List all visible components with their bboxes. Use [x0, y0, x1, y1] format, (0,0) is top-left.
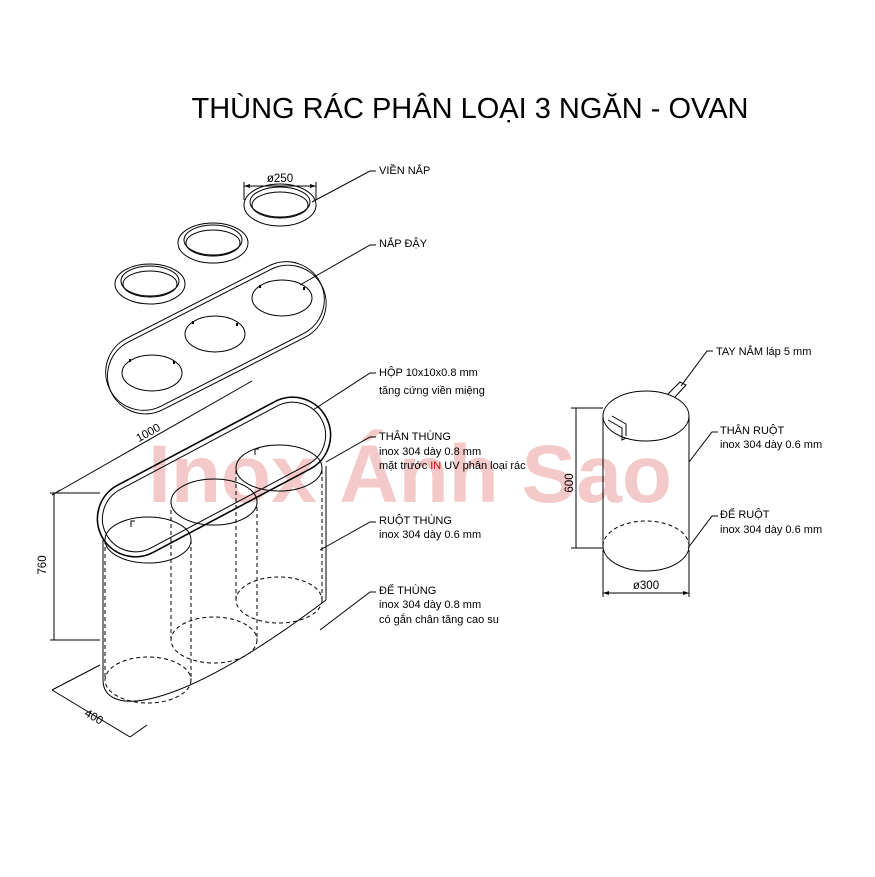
label-de-thung-line2: inox 304 dày 0.8 mm [379, 599, 481, 611]
label-than-ruot-line1: THÂN RUỘT [720, 424, 784, 437]
label-than-thung-line1: THÂN THÙNG [379, 430, 451, 443]
dimension-lid-ring: ø250 [243, 173, 317, 200]
callout-hop: HỘP 10x10x0.8 mm tăng cứng viền miệng [312, 366, 485, 411]
callout-vien-nap: VIỀN NẮP [311, 164, 430, 203]
callout-de-ruot: ĐẾ RUỘT inox 304 dày 0.6 mm [687, 508, 822, 549]
label-ruot-thung-line1: RUỘT THÙNG [379, 514, 452, 527]
lid-plate [105, 261, 327, 415]
lid-rings: ø250 [114, 173, 317, 305]
label-de-ruot-line2: inox 304 dày 0.6 mm [720, 524, 822, 536]
label-de-thung-line1: ĐẾ THÙNG [379, 584, 436, 597]
main-bin [96, 396, 332, 704]
callout-ruot-thung: RUỘT THÙNG inox 304 dày 0.6 mm [319, 514, 481, 551]
label-than-thung-line3: mặt trước IN UV phân loại rác [379, 460, 526, 472]
label-ruot-thung-line2: inox 304 dày 0.6 mm [379, 529, 481, 541]
label-tay-nam: TAY NẮM láp 5 mm [716, 345, 811, 358]
callout-nap-day: NẮP ĐẬY [299, 237, 428, 286]
lid-ring-1 [114, 263, 186, 305]
label-than-thung-line2: inox 304 dày 0.8 mm [379, 446, 481, 458]
label-de-thung-line3: có gắn chân tăng cao su [379, 613, 499, 626]
dimension-body-depth-label: 400 [82, 707, 105, 727]
label-than-ruot-line2: inox 304 dày 0.6 mm [720, 439, 822, 451]
label-vien-nap: VIỀN NẮP [379, 164, 430, 177]
liner-drawing [602, 381, 690, 572]
callout-than-thung: THÂN THÙNG inox 304 dày 0.8 mm mặt trước… [325, 430, 526, 472]
callout-than-ruot: THÂN RUỘT inox 304 dày 0.6 mm [688, 424, 822, 463]
lid-ring-3 [243, 183, 317, 227]
inner-liners [104, 470, 323, 704]
dimension-liner-diameter-label: ø300 [633, 580, 659, 592]
label-hop-line1: HỘP 10x10x0.8 mm [379, 366, 478, 379]
label-de-ruot-line1: ĐẾ RUỘT [720, 508, 770, 521]
watermark: Inox Ánh Sao [148, 429, 672, 520]
callout-de-thung: ĐẾ THÙNG inox 304 dày 0.8 mm có gắn chân… [319, 584, 499, 631]
dimension-liner-height: 600 [564, 407, 603, 549]
callout-tay-nam: TAY NẮM láp 5 mm [680, 345, 811, 387]
label-nap-day: NẮP ĐẬY [379, 237, 428, 250]
dimension-lid-ring-label: ø250 [267, 173, 293, 185]
dimension-body-height: 760 [37, 492, 100, 641]
page-title: THÙNG RÁC PHÂN LOẠI 3 NGĂN - OVAN [192, 92, 749, 125]
dimension-liner-height-label: 600 [564, 473, 576, 492]
dimension-body-height-label: 760 [37, 555, 49, 574]
lid-ring-2 [177, 222, 249, 264]
dimension-liner-diameter: ø300 [602, 550, 690, 597]
label-hop-line2: tăng cứng viền miệng [379, 385, 485, 397]
